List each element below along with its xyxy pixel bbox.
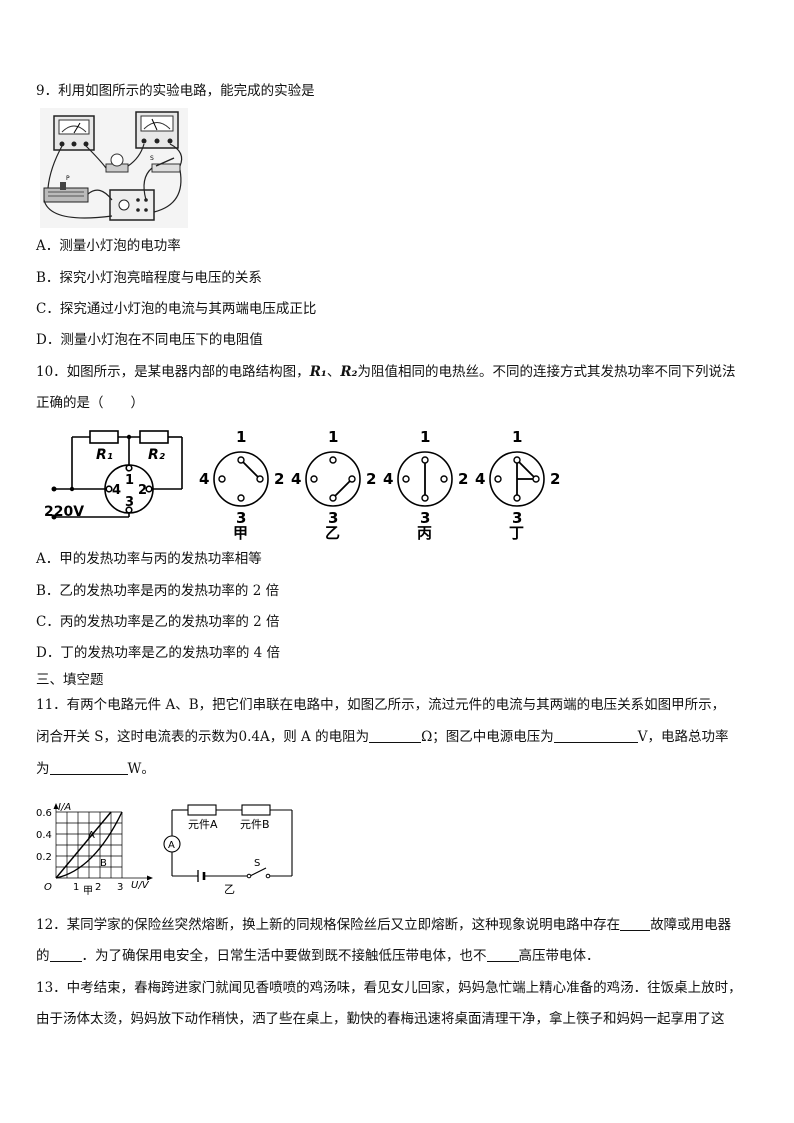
q12-line2: 的．为了确保用电安全，日常生活中要做到既不接触低压带电体，也不高压带电体． [36, 947, 600, 964]
rheostat-icon: P [43, 175, 89, 203]
svg-text:3: 3 [328, 509, 338, 527]
q9-option-d: D．测量小灯泡在不同电压下的电阻值 [36, 332, 263, 348]
q11-line1: 11．有两个电路元件 A、B，把它们串联在电路中，如图乙所示，流过元件的电流与其… [36, 697, 726, 713]
panel-ding-caption: 丁 [509, 524, 524, 542]
graph-origin: O [44, 882, 52, 893]
q11-blank-power[interactable] [49, 760, 128, 775]
svg-text:1: 1 [328, 428, 338, 446]
svg-text:1: 1 [125, 473, 134, 488]
svg-text:4: 4 [199, 470, 209, 488]
q10-option-a: A．甲的发热功率与丙的发热功率相等 [36, 551, 262, 567]
svg-text:S: S [150, 155, 154, 162]
q12-blank-safety[interactable] [486, 947, 519, 962]
q9-option-b: B．探究小灯泡亮暗程度与电压的关系 [36, 270, 262, 286]
q13-line2: 由于汤体太烫，妈妈放下动作稍快，洒了些在桌上，勤快的春梅迅速将桌面清理干净，拿上… [36, 1011, 725, 1027]
svg-text:1: 1 [73, 882, 79, 893]
q9-stem: 9．利用如图所示的实验电路，能完成的实验是 [36, 83, 315, 99]
svg-text:3: 3 [125, 495, 134, 510]
power-supply-icon [109, 189, 155, 221]
svg-text:4: 4 [475, 470, 485, 488]
element-a-label: 元件A [188, 818, 218, 831]
svg-text:1: 1 [420, 428, 430, 446]
curve-a-label: A [88, 830, 95, 841]
panel-bing: 1 2 3 4 丙 [383, 428, 468, 542]
curve-a [55, 811, 112, 879]
svg-text:2: 2 [138, 483, 147, 498]
q11-iu-graph: I/A U/V 0.6 0.4 0.2 1 2 3 O A B 甲 [36, 802, 153, 896]
q10-option-b: B．乙的发热功率是丙的发热功率的 2 倍 [36, 583, 280, 599]
svg-text:4: 4 [291, 470, 301, 488]
element-b-label: 元件B [240, 818, 270, 831]
svg-text:3: 3 [236, 509, 246, 527]
r1-label: R₁ [96, 447, 113, 463]
q11-blank-voltage[interactable] [553, 728, 638, 743]
svg-text:0.2: 0.2 [36, 852, 52, 863]
q10-option-d: D．丁的发热功率是乙的发热功率的 4 倍 [36, 645, 280, 661]
svg-text:0.4: 0.4 [36, 830, 52, 841]
curve-b-label: B [100, 858, 107, 869]
svg-text:2: 2 [95, 882, 101, 893]
svg-text:1: 1 [236, 428, 246, 446]
q13-line1: 13．中考结束，春梅跨进家门就闻见香喷喷的鸡汤味，看见女儿回家，妈妈急忙端上精心… [36, 980, 742, 996]
panel-jia-caption: 甲 [233, 524, 248, 542]
switch-label: S [254, 858, 260, 869]
svg-text:3: 3 [420, 509, 430, 527]
svg-text:P: P [66, 175, 70, 182]
circuit-caption: 乙 [224, 883, 235, 896]
panel-jia: 1 2 3 4 甲 [199, 428, 284, 542]
voltmeter-icon [53, 115, 95, 151]
q10-stem-line2: 正确的是（ ） [36, 395, 144, 411]
q12-blank-cause[interactable] [49, 947, 82, 962]
svg-text:4: 4 [383, 470, 393, 488]
svg-text:2: 2 [458, 470, 468, 488]
panel-bing-caption: 丙 [417, 524, 432, 542]
graph-ylabel: I/A [58, 802, 71, 813]
graph-caption: 甲 [83, 886, 93, 896]
bulb-icon [105, 153, 129, 173]
r2-label: R₂ [148, 447, 166, 463]
graph-xlabel: U/V [131, 880, 150, 891]
panel-yi: 1 2 3 4 乙 [291, 428, 376, 542]
ammeter-label: A [168, 840, 175, 851]
svg-text:3: 3 [117, 882, 123, 893]
svg-text:0.6: 0.6 [36, 808, 52, 819]
svg-text:3: 3 [512, 509, 522, 527]
curve-b [55, 811, 123, 879]
q10-stem-line1: 10．如图所示，是某电器内部的电路结构图，R₁、R₂为阻值相同的电热丝。不同的连… [36, 364, 736, 380]
q9-option-a: A．测量小灯泡的电功率 [36, 238, 181, 254]
q10-option-c: C．丙的发热功率是乙的发热功率的 2 倍 [36, 614, 280, 630]
q10-circuit-figure: R₁ R₂ 1 2 3 4 220V 1 2 3 4 甲 1 2 3 4 乙 [44, 428, 560, 542]
q12-line1: 12．某同学家的保险丝突然熔断，换上新的同规格保险丝后又立即熔断，这种现象说明电… [36, 916, 732, 933]
q11-series-circuit: 元件A 元件B A S 乙 [163, 804, 293, 896]
panel-yi-caption: 乙 [325, 524, 340, 542]
ammeter-icon [135, 111, 179, 149]
q9-experiment-figure: S P [40, 108, 188, 228]
svg-text:2: 2 [274, 470, 284, 488]
svg-text:4: 4 [112, 483, 121, 498]
panel-ding: 1 2 3 4 丁 [475, 428, 560, 542]
section-heading: 三、填空题 [36, 672, 104, 688]
svg-text:1: 1 [512, 428, 522, 446]
svg-text:2: 2 [366, 470, 376, 488]
voltage-label: 220V [44, 504, 84, 520]
svg-text:2: 2 [550, 470, 560, 488]
q9-option-c: C．探究通过小灯泡的电流与其两端电压成正比 [36, 301, 317, 317]
q12-blank-fault[interactable] [620, 916, 651, 931]
q11-blank-resistance[interactable] [369, 728, 422, 743]
